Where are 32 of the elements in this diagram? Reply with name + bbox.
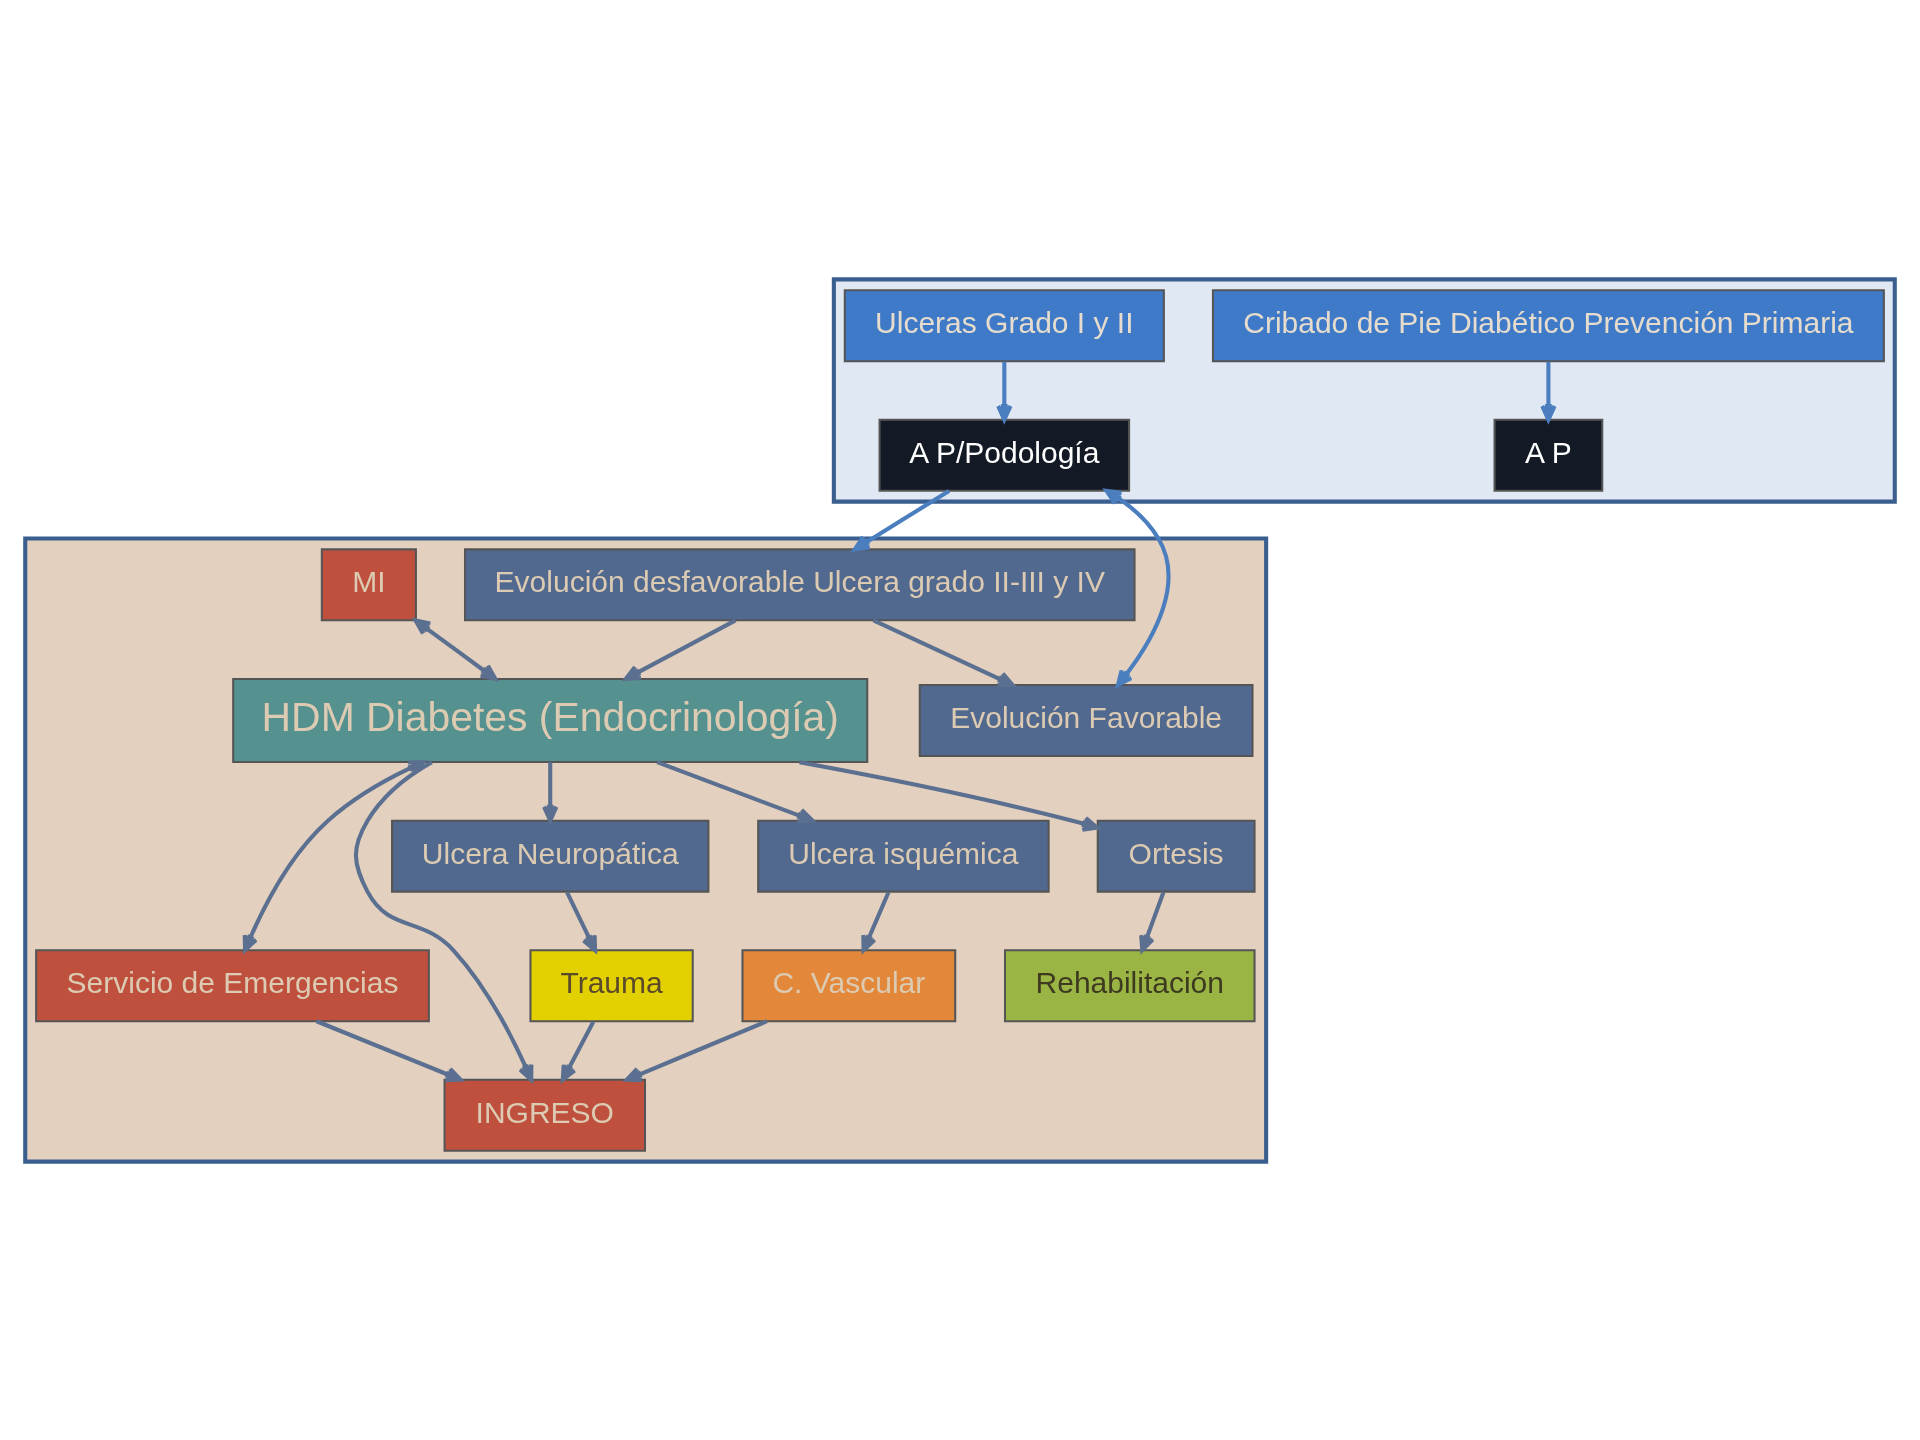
- arrow: [624, 1018, 768, 1082]
- node-box: Rehabilitación: [1003, 948, 1256, 1022]
- node-box: Ortesis: [1096, 819, 1256, 893]
- arrow: [872, 618, 1015, 687]
- node-box: MI: [320, 547, 417, 621]
- arrow: [1139, 891, 1166, 952]
- arrow: [623, 618, 737, 681]
- arrow: [542, 761, 559, 823]
- arrow: [656, 759, 815, 824]
- node-box: Ulceras Grado I y II: [843, 288, 1165, 362]
- node-box: Evolución desfavorable Ulcera grado II-III y IV: [463, 547, 1136, 621]
- node-box: Ulcera Neuropática: [391, 819, 710, 893]
- arrow: [315, 1018, 463, 1082]
- arrow: [1104, 488, 1171, 687]
- node-box: Cribado de Pie Diabético Prevención Primaria: [1211, 288, 1885, 362]
- arrow: [1540, 361, 1557, 422]
- node-box: C. Vascular: [741, 948, 957, 1022]
- node-box: Ulcera isquémica: [757, 819, 1050, 893]
- arrow: [413, 617, 498, 681]
- node-box: HDM Diabetes (Endocrinología): [232, 677, 869, 763]
- arrow: [560, 1020, 596, 1082]
- node-box: A P/Podología: [878, 418, 1131, 492]
- node-box: Servicio de Emergencias: [35, 948, 430, 1022]
- arrow: [852, 488, 951, 551]
- node-box: INGRESO: [443, 1078, 647, 1152]
- arrow: [565, 890, 598, 952]
- arrow: [799, 759, 1100, 832]
- arrow: [861, 890, 891, 952]
- node-box: A P: [1493, 418, 1604, 492]
- node-box: Trauma: [529, 948, 694, 1022]
- arrow: [996, 361, 1013, 422]
- node-box: Evolución Favorable: [918, 683, 1254, 757]
